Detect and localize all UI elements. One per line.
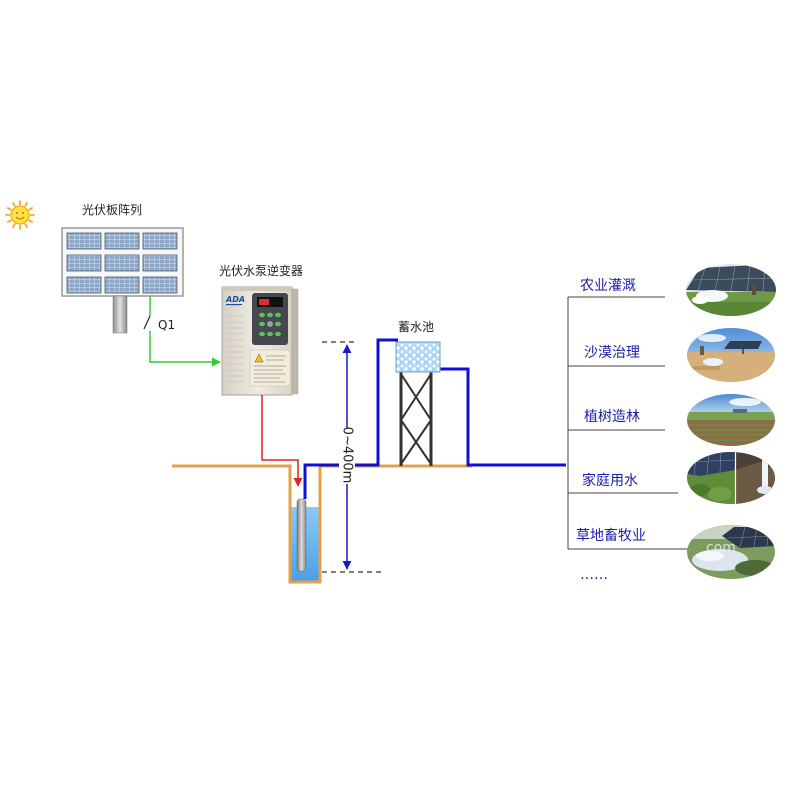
- application-label-irrigation: 农业灌溉: [580, 278, 636, 294]
- switch-label: Q1: [158, 318, 175, 332]
- solar-panel-icon: [61, 227, 184, 334]
- water-tower-icon: [395, 341, 441, 466]
- application-label-afforestation: 植树造林: [584, 409, 640, 425]
- application-label-grassland: 草地畜牧业: [576, 528, 646, 544]
- application-label-desert: 沙漠治理: [584, 345, 640, 361]
- sun-icon: [5, 200, 35, 230]
- motor-cable: [261, 395, 303, 487]
- inverter-display: [257, 297, 283, 307]
- household-water-photo: [687, 452, 775, 504]
- pipe-to-applications: [440, 367, 566, 467]
- afforestation-photo: [687, 394, 775, 446]
- panel-pole: [112, 295, 128, 334]
- reservoir-label: 蓄水池: [398, 320, 434, 334]
- depth-label: 0~400m: [340, 427, 355, 484]
- application-tree: [567, 296, 700, 550]
- inverter-icon: ADA: [221, 286, 299, 396]
- power-line: [143, 296, 221, 367]
- grassland-livestock-photo: [687, 525, 775, 579]
- pipe-to-reservoir: [303, 338, 398, 499]
- inverter-brand-logo: ADA: [225, 295, 245, 304]
- application-label-household: 家庭用水: [582, 472, 638, 489]
- submersible-pump-icon: [296, 498, 307, 572]
- application-more: ……: [580, 567, 608, 583]
- switch-q1-icon: [143, 315, 151, 330]
- inverter-warning-label: [249, 349, 291, 387]
- desert-control-photo: [687, 328, 775, 382]
- inverter-label: 光伏水泵逆变器: [219, 263, 303, 278]
- solar-array-label: 光伏板阵列: [82, 203, 142, 217]
- watermark: com: [706, 540, 736, 556]
- ground-and-well: [172, 464, 472, 584]
- warning-icon: [254, 353, 264, 363]
- irrigation-photo: [686, 264, 776, 316]
- reservoir-tank: [395, 341, 441, 373]
